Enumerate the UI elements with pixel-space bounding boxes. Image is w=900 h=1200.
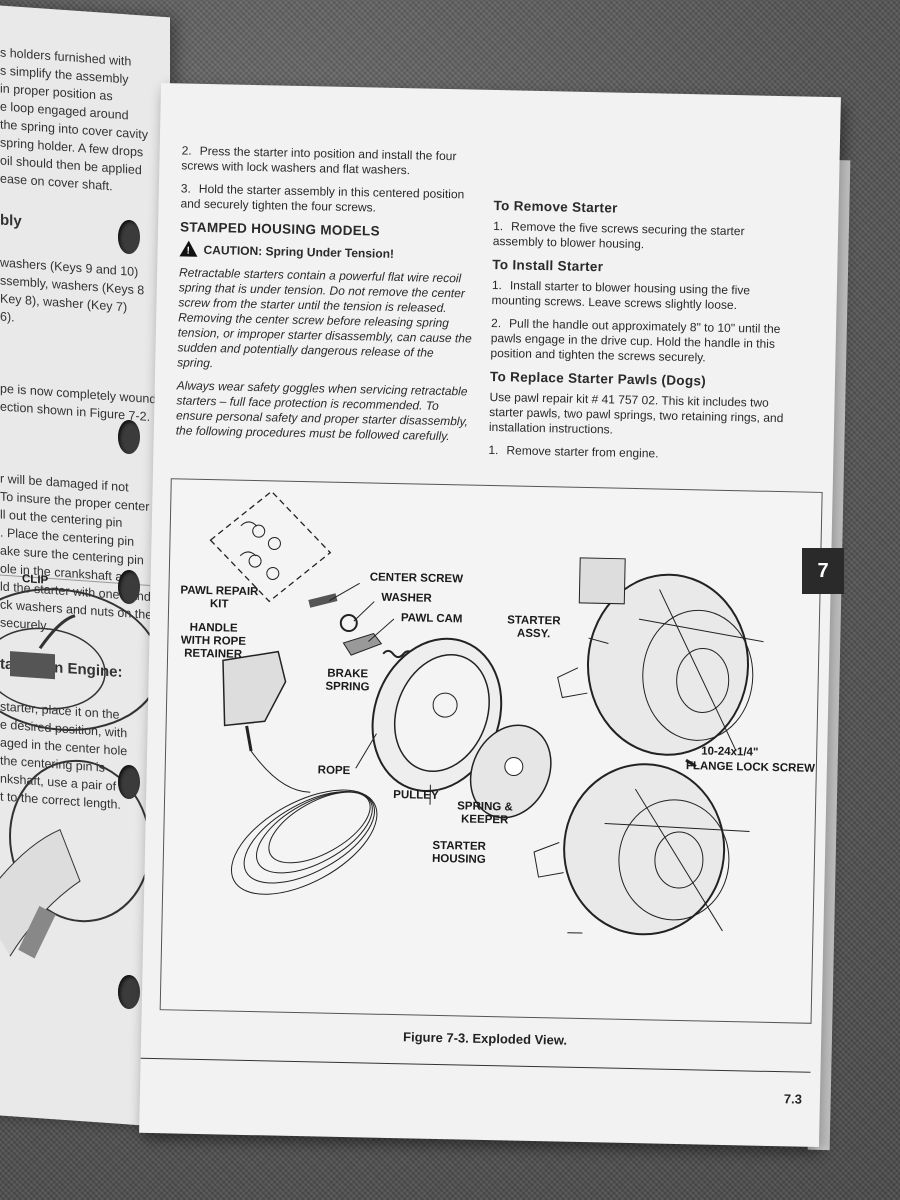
install-step-1-number: 1. <box>491 277 503 293</box>
binding-hole <box>118 975 140 1009</box>
left-illustration-svg <box>0 588 161 959</box>
spring-keeper-label: SPRING & KEEPER <box>457 800 513 827</box>
flange-lock-screw-label: FLANGE LOCK SCREW <box>685 760 816 775</box>
install-step-2-text: Pull the handle out approximately 8" to … <box>490 316 781 365</box>
replace-pawls-title: To Replace Starter Pawls (Dogs) <box>489 368 707 389</box>
install-step-2: 2.Pull the handle out approximately 8" t… <box>490 316 791 367</box>
rope-label: ROPE <box>317 764 351 778</box>
handle-label: HANDLE WITH ROPE RETAINER <box>180 621 247 661</box>
caution-heading: CAUTION: Spring Under Tension! <box>179 240 474 263</box>
washer-label: WASHER <box>381 591 432 605</box>
manual-page: 2.Press the starter into position and in… <box>139 82 841 1148</box>
clip-label: CLIP <box>22 572 49 587</box>
step-2: 2.Press the starter into position and in… <box>181 143 477 179</box>
install-step-1-text: Install starter to blower housing using … <box>491 278 751 313</box>
left-heading-1: bly <box>0 211 22 230</box>
starter-assy-label: STARTER ASSY. <box>507 614 561 641</box>
install-step-2-number: 2. <box>490 315 502 331</box>
exploded-view-drawing <box>209 490 764 936</box>
remove-step-1-number: 1. <box>493 218 504 234</box>
right-column: To Remove Starter 1.Remove the five scre… <box>488 190 794 472</box>
left-illustration: CLIP <box>0 572 161 1006</box>
caution-text: Retractable starters contain a powerful … <box>177 265 472 371</box>
binding-hole <box>118 570 140 604</box>
pawl-cam-label: PAWL CAM <box>400 612 463 626</box>
flange-screw-size-label: 10-24x1/4" <box>701 745 759 759</box>
step-2-number: 2. <box>181 143 192 158</box>
exploded-view-figure: CENTER SCREW WASHER PAWL CAM PAWL REPAIR… <box>159 478 823 1048</box>
remove-step-1: 1.Remove the five screws securing the st… <box>493 219 794 255</box>
remove-step-1-text: Remove the five screws securing the star… <box>492 219 745 252</box>
safety-text: Always wear safety goggles when servicin… <box>175 378 469 444</box>
figure-caption: Figure 7-3. Exploded View. <box>402 1029 568 1048</box>
caution-title: CAUTION: Spring Under Tension! <box>203 242 395 261</box>
pawl-repair-kit-label: PAWL REPAIR KIT <box>180 584 259 611</box>
pawls-step-1-number: 1. <box>488 442 499 458</box>
section-title: STAMPED HOUSING MODELS <box>179 219 381 239</box>
warning-icon <box>179 240 198 257</box>
left-column: 2.Press the starter into position and in… <box>175 143 476 452</box>
brake-spring-label: BRAKE SPRING <box>325 667 370 694</box>
step-3: 3.Hold the starter assembly in this cent… <box>180 181 476 217</box>
pulley-label: PULLEY <box>393 789 439 802</box>
remove-starter-title: To Remove Starter <box>493 197 618 216</box>
left-fragment-2: washers (Keys 9 and 10) ssembly, washers… <box>0 255 145 325</box>
binding-hole <box>118 220 140 254</box>
page-number: 7.3 <box>783 1091 803 1107</box>
replace-pawls-text: Use pawl repair kit # 41 757 02. This ki… <box>488 389 784 437</box>
binding-hole <box>118 765 140 799</box>
pawls-step-1: 1. Remove starter from engine. <box>488 443 788 464</box>
starter-housing-label: STARTER HOUSING <box>431 839 486 866</box>
footer-rule <box>140 1057 811 1073</box>
step-3-text: Hold the starter assembly in this center… <box>180 181 465 215</box>
left-page: s holders furnished with s simplify the … <box>0 2 170 1128</box>
step-2-text: Press the starter into position and inst… <box>181 143 457 178</box>
center-screw-label: CENTER SCREW <box>369 571 464 586</box>
left-fragment-1: s holders furnished with s simplify the … <box>0 45 148 194</box>
install-starter-title: To Install Starter <box>492 256 604 275</box>
left-fragment-3: pe is now completely wound ection shown … <box>0 381 157 424</box>
binding-hole <box>118 420 140 454</box>
chapter-tab: 7 <box>802 548 844 594</box>
pawls-step-1-text: Remove starter from engine. <box>506 443 659 461</box>
install-step-1: 1.Install starter to blower housing usin… <box>491 278 792 314</box>
step-3-number: 3. <box>180 181 192 196</box>
